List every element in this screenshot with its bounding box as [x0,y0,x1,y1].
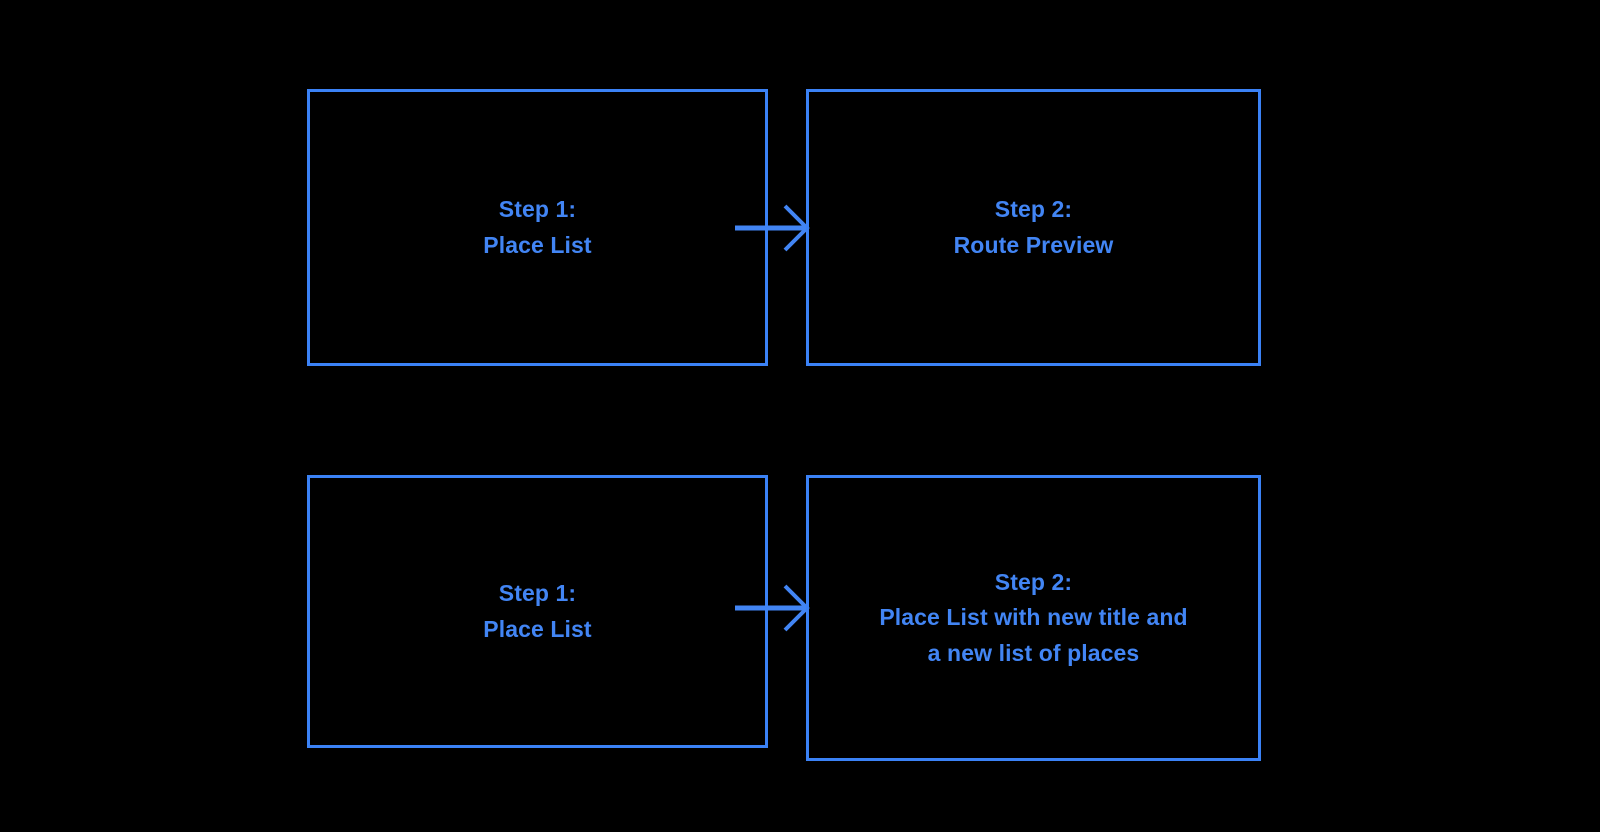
step-box-label: Step 2: Place List with new title and a … [879,569,1188,666]
step-box-label: Step 2: Route Preview [953,196,1114,258]
flow-row-1: Step 1: Place List Step 2: Route Preview [0,85,1600,375]
step-box-step-2-route-preview[interactable]: Step 2: Route Preview [806,89,1261,366]
step-box-step-2-place-list-updated[interactable]: Step 2: Place List with new title and a … [806,475,1261,761]
step-box-label: Step 1: Place List [483,580,592,642]
step-box-step-1-place-list-b[interactable]: Step 1: Place List [307,475,768,748]
step-box-label: Step 1: Place List [483,196,592,258]
step-box-step-1-place-list[interactable]: Step 1: Place List [307,89,768,366]
flow-row-2: Step 1: Place List Step 2: Place List wi… [0,471,1600,761]
